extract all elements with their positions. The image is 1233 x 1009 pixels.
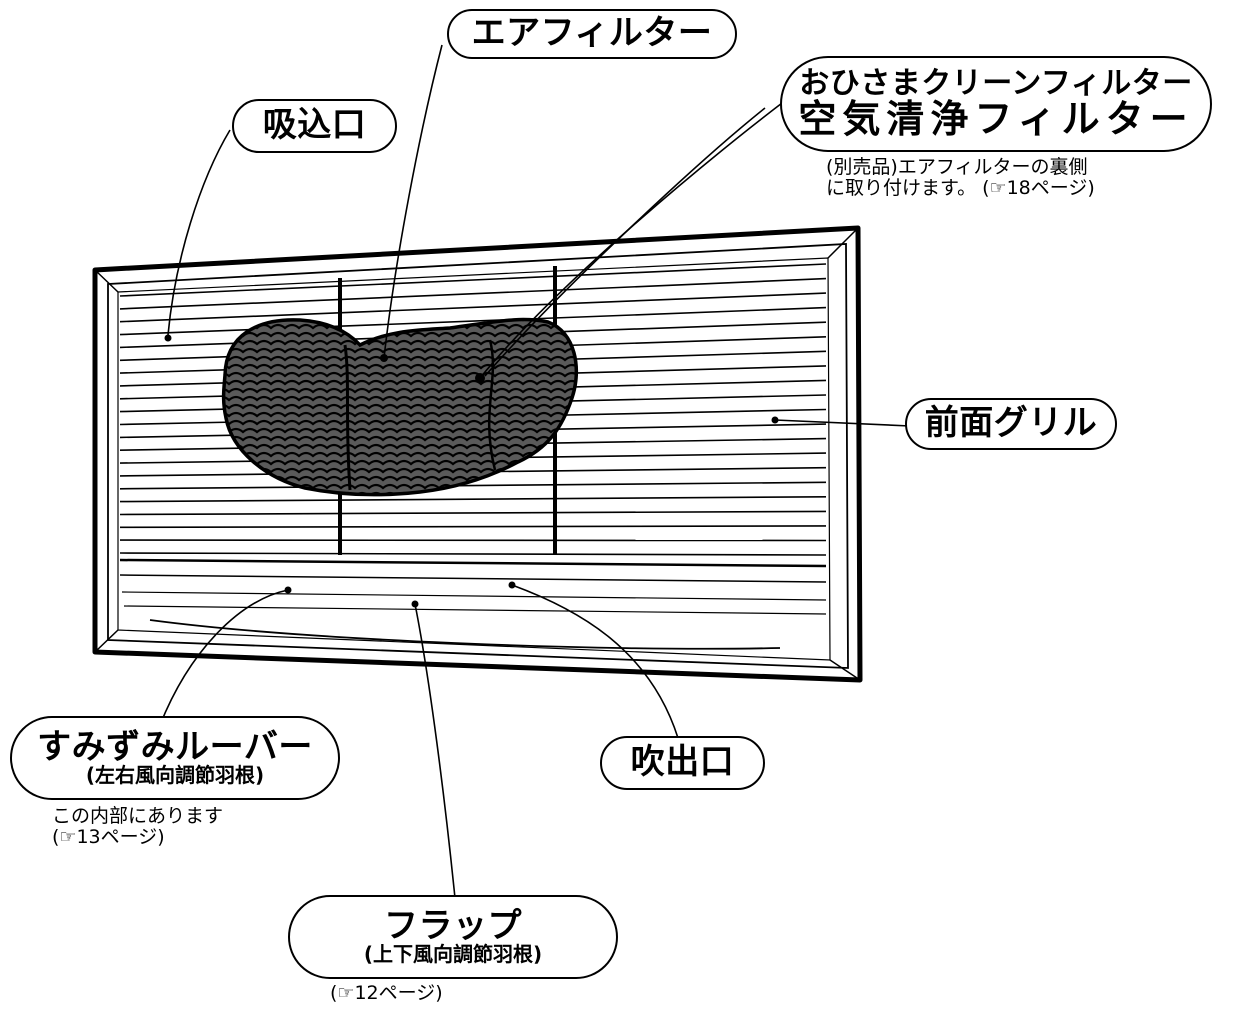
flap-sub-text: (上下風向調節羽根)	[363, 942, 543, 967]
ohisama-note-line1: (別売品)エアフィルターの裏側	[826, 156, 1088, 178]
filter-mesh-line	[223, 395, 577, 402]
filter-mesh-line	[223, 347, 577, 354]
leader-dots	[164, 334, 779, 608]
leader-lines	[159, 44, 911, 899]
louver-note-line1: この内部にあります	[52, 805, 224, 827]
grille-slat	[119, 263, 827, 297]
ohisama-filter-text: おひさまクリーンフィルター	[799, 66, 1193, 102]
louver-text: すみずみルーバー	[37, 726, 313, 767]
air-filter-label: エアフィルター	[447, 9, 737, 59]
filter-mesh-line	[223, 363, 577, 370]
louver-note-line2: (☞13ページ)	[52, 826, 165, 848]
front-grille-text: 前面グリル	[924, 403, 1098, 444]
flap-note: (☞12ページ)	[330, 983, 443, 1004]
flap-note-text: (☞12ページ)	[330, 982, 443, 1004]
filter-mesh-line	[223, 419, 577, 426]
filter-mesh-line	[223, 403, 577, 410]
grille-slat	[119, 481, 827, 490]
filter-mesh-line	[223, 435, 577, 442]
filter-mesh-line	[215, 501, 593, 504]
filter-mesh-line	[223, 411, 577, 418]
grille-slat	[119, 552, 827, 556]
intake-label: 吸込口	[232, 99, 397, 153]
front-grille-label: 前面グリル	[905, 398, 1117, 450]
louver-label: すみずみルーバー (左右風向調節羽根)	[10, 716, 340, 800]
grille-slat	[119, 306, 827, 336]
flap-text: フラップ	[384, 905, 522, 946]
filter-mesh-line	[223, 387, 577, 394]
filter-mesh-line	[223, 355, 577, 362]
filter-mesh-line	[223, 427, 577, 434]
ohisama-note: (別売品)エアフィルターの裏側 に取り付けます。 (☞18ページ)	[826, 157, 1095, 199]
intake-text: 吸込口	[262, 105, 367, 146]
outlet-text: 吹出口	[630, 742, 735, 783]
louver-sub-text: (左右風向調節羽根)	[85, 763, 265, 788]
air-clean-filter-text: 空気清浄フィルター	[798, 96, 1194, 141]
air-filter-text: エアフィルター	[471, 13, 713, 54]
flap-label: フラップ (上下風向調節羽根)	[288, 895, 618, 979]
outlet-label: 吹出口	[600, 736, 765, 790]
louver-note: この内部にあります (☞13ページ)	[52, 806, 223, 848]
filter-mesh-line	[223, 451, 577, 458]
filter-mesh-line	[223, 379, 577, 386]
grille-slat	[119, 292, 827, 323]
grille-slat	[119, 525, 827, 529]
ohisama-filter-label: おひさまクリーンフィルター 空気清浄フィルター	[780, 56, 1212, 152]
ohisama-note-line2: に取り付けます。 (☞18ページ)	[826, 177, 1095, 199]
grille-slat	[119, 277, 827, 310]
filter-mesh-line	[223, 443, 577, 450]
grille-slat	[119, 496, 827, 503]
filter-mesh-line	[223, 339, 577, 346]
filter-mesh-line	[223, 371, 577, 378]
grille-slat	[119, 510, 827, 516]
filter-mesh-line	[223, 331, 577, 338]
air-filter-mesh	[215, 317, 593, 504]
outlet-flap-area	[119, 558, 827, 650]
